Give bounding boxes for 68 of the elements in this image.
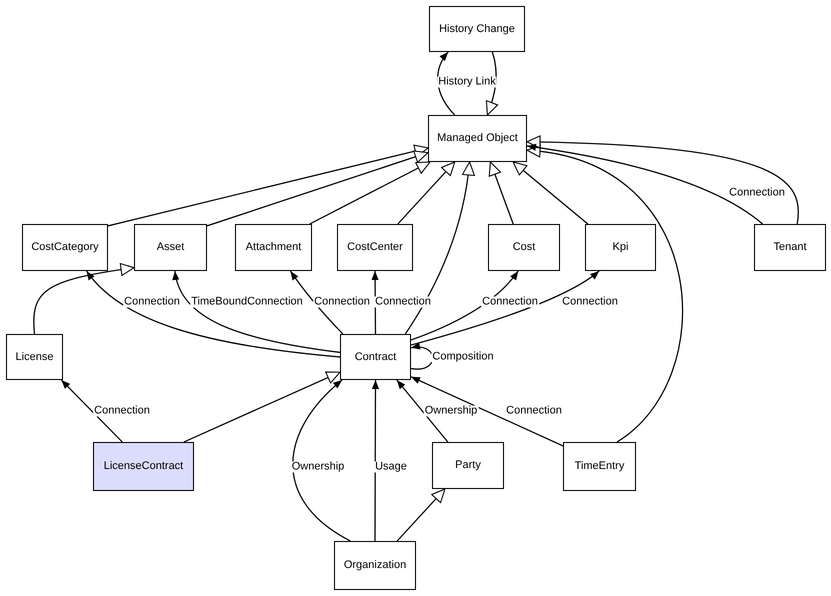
inheritance-arrow <box>396 488 446 542</box>
association-arrow <box>410 270 519 341</box>
edge-label: Usage <box>374 462 408 472</box>
class-name: Attachment <box>246 240 302 256</box>
association-arrow <box>173 270 340 353</box>
inheritance-arrow <box>512 162 588 224</box>
class-box <box>6 334 63 380</box>
edge-label: Ownership <box>290 462 346 472</box>
class-name: Tenant <box>773 240 807 256</box>
association-arrow <box>292 380 351 542</box>
association-arrow <box>410 270 600 346</box>
class-name: History Change <box>439 22 515 37</box>
association-arrow <box>396 380 448 442</box>
edge-label: Connection <box>481 296 539 308</box>
inheritance-arrow <box>526 146 683 442</box>
class-name: Managed Object <box>437 131 518 146</box>
association-arrow <box>437 52 456 116</box>
class-name: TimeEntry <box>574 459 624 474</box>
association-arrow <box>372 380 380 541</box>
inheritance-arrow <box>526 136 799 224</box>
class-box <box>334 541 416 590</box>
class-box <box>22 224 108 271</box>
class-box <box>429 6 525 52</box>
edge-label: Connection <box>93 406 151 416</box>
edge-label: Composition <box>431 352 495 362</box>
class-name: LicenseContract <box>104 459 184 474</box>
inheritance-arrow <box>404 162 475 334</box>
class-name: Party <box>455 458 481 474</box>
edge-label: Connection <box>374 296 432 308</box>
class-name: Contract <box>354 350 396 365</box>
class-box <box>432 442 504 489</box>
inheritance-arrow <box>184 372 340 443</box>
class-box <box>93 442 194 491</box>
inheritance-arrow <box>33 263 134 334</box>
class-box <box>337 224 413 271</box>
class-box <box>340 334 411 380</box>
class-box <box>235 224 312 271</box>
association-arrow <box>86 270 340 358</box>
edge-label: Connection <box>313 296 371 308</box>
inheritance-arrow <box>206 150 428 226</box>
edge-label: Connection <box>728 188 786 198</box>
class-box <box>428 115 527 162</box>
inheritance-arrow <box>397 162 456 224</box>
inheritance-arrow <box>108 144 428 226</box>
edge-label: Connection <box>123 296 181 308</box>
edge-label: Connection <box>561 296 619 308</box>
edge-label: Ownership <box>424 406 478 416</box>
class-name: License <box>16 350 54 365</box>
inheritance-arrow <box>488 162 514 224</box>
class-box <box>585 224 656 271</box>
class-name: Cost <box>512 240 536 256</box>
class-name: Kpi <box>612 240 628 256</box>
edge-label: TimeBoundConnection <box>190 296 304 308</box>
association-arrow <box>526 144 764 224</box>
association-arrow <box>290 270 344 334</box>
edge-label: Connection <box>505 406 563 416</box>
class-box <box>563 442 636 491</box>
association-arrow <box>60 380 123 442</box>
class-name: Asset <box>156 240 184 256</box>
class-box <box>134 224 207 271</box>
class-name: CostCategory <box>31 240 99 256</box>
edge-label: History Link <box>437 76 497 88</box>
inheritance-arrow <box>309 161 430 225</box>
class-box <box>754 224 826 271</box>
class-name: CostCenter <box>347 240 403 256</box>
class-name: Organization <box>344 558 406 574</box>
class-box <box>488 224 560 271</box>
association-arrow <box>410 376 564 446</box>
